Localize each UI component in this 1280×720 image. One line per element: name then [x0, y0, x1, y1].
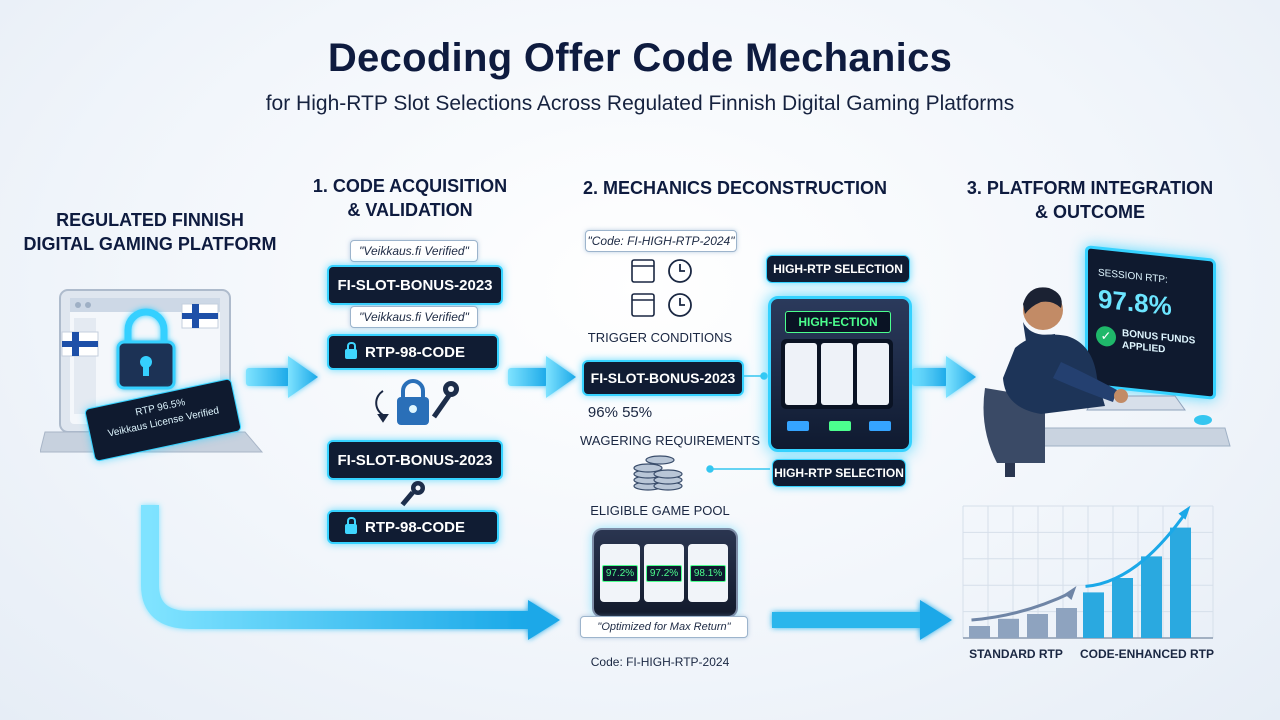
coin-stack-icon [633, 455, 683, 491]
optimized-tag: "Optimized for Max Return" [580, 616, 748, 638]
reel-rtp-value: 97.2% [645, 564, 683, 582]
reel: 97.2% [644, 544, 684, 602]
slot-machine: HIGH-ECTION [768, 296, 912, 452]
step1-heading: 1. CODE ACQUISITION & VALIDATION [290, 174, 530, 222]
refresh-icon [375, 390, 389, 423]
arrow-step1-to-step2 [508, 356, 576, 398]
padlock-icon [116, 308, 176, 390]
trend-arrow-head [1178, 505, 1191, 520]
code-pill-mechanics[interactable]: FI-SLOT-BONUS-2023 [582, 360, 744, 396]
step2-heading: 2. MECHANICS DECONSTRUCTION [582, 178, 887, 198]
percent-values: 96% 55% [587, 404, 653, 421]
reel: 98.1% [688, 544, 728, 602]
rtp-chart-svg [962, 505, 1214, 639]
category-label-enhanced: CODE-ENHANCED RTP [1079, 647, 1214, 661]
bar-standard-rtp [1027, 614, 1048, 638]
code-pill-bonus-2023[interactable]: FI-SLOT-BONUS-2023 [327, 265, 503, 305]
bar-code-enhanced-rtp [1083, 592, 1104, 638]
category-label-standard: STANDARD RTP [969, 647, 1063, 661]
platform-heading-line2: DIGITAL GAMING PLATFORM [23, 234, 277, 254]
trend-arrow-head [1064, 586, 1077, 600]
reel: 97.2% [600, 544, 640, 602]
bar-code-enhanced-rtp [1141, 556, 1162, 638]
calendar-clock-icons [631, 259, 692, 317]
key-icon [431, 381, 459, 419]
bottom-code-label: Code: FI-HIGH-RTP-2024 [590, 655, 730, 669]
trigger-conditions-label: TRIGGER CONDITIONS [587, 330, 733, 345]
trend-arrow-standard [971, 590, 1074, 622]
high-rtp-selection-top: HIGH-RTP SELECTION [766, 255, 910, 283]
arrow-step2-to-step3 [912, 356, 976, 398]
bar-standard-rtp [1056, 608, 1077, 638]
arrow-platform-to-step1 [246, 356, 318, 398]
verified-tag: "Veikkaus.fi Verified" [350, 306, 478, 328]
code-pill-rtp-98-b[interactable]: RTP-98-CODE [327, 510, 499, 544]
reel [821, 343, 853, 405]
verified-tag: "Veikkaus.fi Verified" [350, 240, 478, 262]
slot-button[interactable] [787, 421, 809, 431]
eligible-game-pool-label: ELIGIBLE GAME POOL [590, 503, 730, 518]
slot-machine-screen: HIGH-ECTION [785, 311, 891, 333]
bar-code-enhanced-rtp [1112, 578, 1133, 638]
reel [857, 343, 889, 405]
slot-button[interactable] [869, 421, 891, 431]
reel [785, 343, 817, 405]
step1-heading-line2: & VALIDATION [347, 200, 473, 220]
lock-icon [345, 517, 357, 534]
reel-rtp-value: 98.1% [689, 564, 727, 582]
clock-icon [668, 259, 692, 317]
padlock-icon [397, 379, 429, 425]
validation-cycle [375, 379, 459, 425]
code-pill-rtp-98[interactable]: RTP-98-CODE [327, 334, 499, 370]
step3-heading: 3. PLATFORM INTEGRATION & OUTCOME [940, 176, 1240, 224]
finnish-flag-icon [61, 331, 99, 357]
page-subtitle: for High-RTP Slot Selections Across Regu… [265, 92, 1015, 115]
calendar-icon [631, 259, 655, 317]
slot-reels [781, 339, 893, 409]
code-pill-rtp-98-b-label: RTP-98-CODE [365, 518, 466, 536]
platform-heading-line1: REGULATED FINNISH [56, 210, 244, 230]
code-tag: "Code: FI-HIGH-RTP-2024" [585, 230, 737, 252]
reel-rtp-value: 97.2% [601, 564, 639, 582]
step3-heading-line1: 3. PLATFORM INTEGRATION [966, 178, 1214, 198]
bar-standard-rtp [998, 618, 1019, 638]
code-pill-bonus-2023-b[interactable]: FI-SLOT-BONUS-2023 [327, 440, 503, 480]
bar-code-enhanced-rtp [1170, 527, 1191, 638]
page-title: Decoding Offer Code Mechanics [327, 36, 953, 80]
code-pill-rtp-98-label: RTP-98-CODE [365, 343, 466, 361]
lock-icon [345, 342, 357, 359]
platform-heading: REGULATED FINNISH DIGITAL GAMING PLATFOR… [20, 208, 280, 256]
game-pool-reels: 97.2% 97.2% 98.1% [592, 528, 738, 618]
wagering-requirements-label: WAGERING REQUIREMENTS [579, 433, 761, 448]
bar-standard-rtp [969, 626, 990, 638]
step3-heading-line2: & OUTCOME [1035, 202, 1145, 222]
finnish-flag-icon [181, 303, 219, 329]
step1-heading-line1: 1. CODE ACQUISITION [312, 176, 508, 196]
player-illustration [983, 287, 1231, 477]
slot-button[interactable] [829, 421, 851, 431]
key-icon [400, 481, 425, 507]
high-rtp-selection-bottom: HIGH-RTP SELECTION [772, 459, 906, 487]
rtp-comparison-chart: STANDARD RTP CODE-ENHANCED RTP [955, 500, 1220, 675]
trend-arrow-enhanced [1085, 510, 1188, 588]
arrow-bottom-flow [141, 505, 952, 640]
